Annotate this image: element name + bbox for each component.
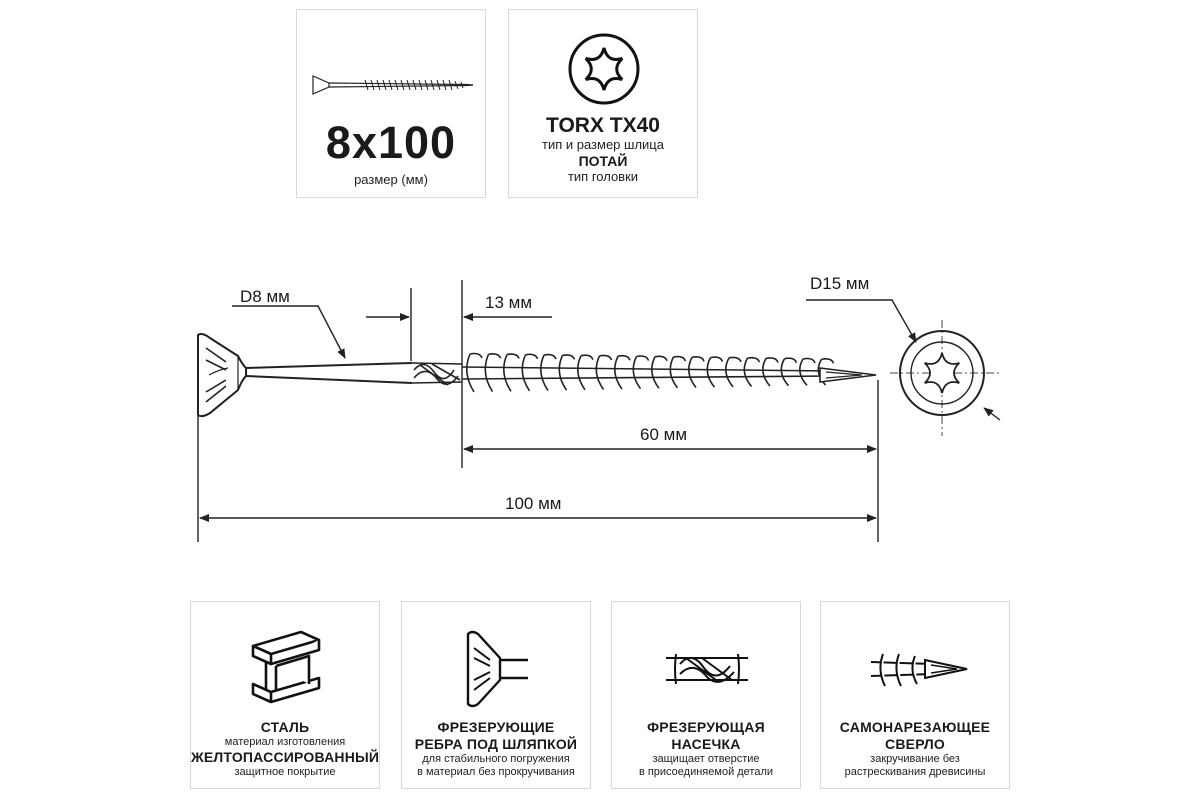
feature-desc-line2: растрескивания древисины — [844, 766, 986, 778]
feature-title: ФРЕЗЕРУЮЩАЯ — [647, 719, 765, 735]
feature-desc-line2: в материал без прокручивания — [417, 766, 575, 778]
thread-coil — [743, 356, 761, 387]
feature-title: СТАЛЬ — [260, 719, 310, 735]
drive-card: TORX TX40 тип и размер шлица ПОТАЙ тип г… — [508, 9, 698, 198]
feature-title-secondary: ЖЕЛТОПАССИРОВАННЫЙ — [191, 749, 380, 765]
milling-notch — [411, 362, 463, 386]
thread-coil — [817, 357, 835, 386]
feature-title: ФРЕЗЕРУЮЩИЕ — [437, 719, 555, 735]
thread-coil — [595, 354, 613, 390]
dim-thread-length: 60 мм — [640, 425, 687, 444]
thread-coil — [558, 354, 576, 391]
thread-coil — [632, 355, 650, 390]
feature-desc-secondary: защитное покрытие — [234, 766, 336, 778]
thread-coil — [521, 353, 539, 392]
thread-coil — [484, 352, 502, 393]
size-card: 8x100 размер (мм) — [296, 9, 486, 198]
feature-desc-line2: в присоединяемой детали — [638, 766, 774, 778]
size-value: 8x100 — [325, 117, 457, 168]
thread-coil — [780, 357, 798, 387]
drill-tip — [819, 367, 877, 383]
thread-coil — [466, 352, 483, 393]
drive-type-caption: тип и размер шлица — [542, 137, 664, 152]
dim-total-length: 100 мм — [505, 494, 561, 513]
thread-coil — [540, 353, 557, 391]
self-drilling-tip-icon — [870, 653, 968, 687]
threaded-section — [461, 352, 835, 393]
thread-coil — [706, 356, 724, 388]
size-caption: размер (мм) — [354, 172, 428, 187]
screw-shank — [245, 362, 413, 384]
feature-title-line2: СВЕРЛО — [885, 736, 945, 752]
dim-shank-diameter: D8 мм — [240, 287, 290, 306]
thread-coil — [503, 353, 520, 392]
feature-desc: закручивание без — [870, 753, 960, 765]
thread-coil — [669, 355, 687, 389]
thread-coil — [762, 357, 779, 387]
torx-drive-icon — [568, 33, 640, 105]
head-top-view — [890, 320, 1000, 436]
feature-title-line2: НАСЕЧКА — [671, 736, 741, 752]
feature-desc: для стабильного погружения — [422, 753, 570, 765]
screw-thumbnail-icon — [312, 75, 474, 95]
screw-dimension-diagram: D8 мм 13 мм 60 мм 100 мм D15 мм — [197, 274, 1001, 542]
thread-coil — [688, 356, 705, 389]
milling-notch-icon — [666, 653, 748, 685]
screw-head — [197, 333, 247, 418]
feature-card-head-ribs: ФРЕЗЕРУЮЩИЕ РЕБРА ПОД ШЛЯПКОЙ для стабил… — [401, 601, 591, 789]
feature-title: САМОНАРЕЗАЮЩЕЕ — [839, 719, 991, 735]
feature-card-steel: СТАЛЬ материал изготовления ЖЕЛТОПАССИРО… — [190, 601, 380, 789]
thread-coil — [651, 355, 668, 389]
dim-gap: 13 мм — [485, 293, 532, 312]
feature-desc: защищает отверстие — [652, 753, 760, 765]
feature-card-milling-notch: ФРЕЗЕРУЮЩАЯ НАСЕЧКА защищает отверстие в… — [611, 601, 801, 789]
thread-coil — [725, 356, 742, 388]
head-ribs-icon — [466, 630, 528, 708]
feature-card-self-drilling: САМОНАРЕЗАЮЩЕЕ СВЕРЛО закручивание без р… — [820, 601, 1010, 789]
thread-coil — [799, 357, 816, 386]
thread-coil — [577, 354, 594, 391]
dim-head-diameter: D15 мм — [810, 274, 869, 293]
head-type: ПОТАЙ — [578, 153, 628, 169]
drive-type: TORX TX40 — [546, 114, 660, 137]
head-type-caption: тип головки — [567, 169, 639, 184]
feature-desc: материал изготовления — [224, 736, 346, 748]
feature-title-line2: РЕБРА ПОД ШЛЯПКОЙ — [414, 736, 578, 752]
thread-coil — [614, 354, 631, 390]
steel-i-beam-icon — [251, 630, 321, 704]
